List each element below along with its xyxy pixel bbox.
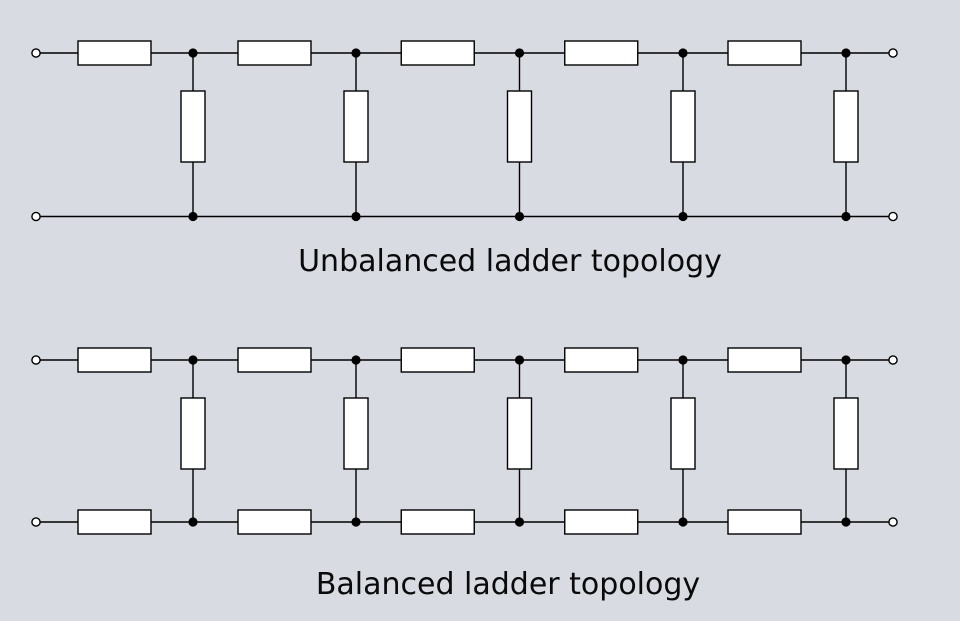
junction-dot (678, 211, 688, 222)
junction-dot (514, 517, 525, 527)
shunt-resistor (506, 397, 533, 470)
junction-dot (841, 355, 851, 365)
shunt-resistor (833, 397, 859, 470)
junction-dot (351, 517, 361, 527)
series-resistor (727, 40, 802, 66)
output-terminal-top (888, 355, 898, 365)
shunt-resistor (506, 90, 533, 163)
shunt-resistor (343, 397, 369, 470)
junction-dot (841, 211, 851, 222)
junction-dot (188, 355, 198, 365)
input-terminal-top (31, 48, 41, 58)
junction-dot (841, 48, 851, 58)
series-resistor (77, 40, 152, 66)
junction-dot (678, 355, 688, 365)
series-resistor (564, 509, 639, 535)
junction-dot (514, 48, 525, 58)
input-terminal-bottom (31, 517, 41, 527)
output-terminal-top (888, 48, 898, 58)
series-resistor (564, 347, 639, 373)
series-resistor (727, 347, 802, 373)
series-resistor (400, 509, 475, 535)
series-resistor (237, 509, 312, 535)
junction-dot (841, 517, 851, 527)
junction-dot (678, 517, 688, 527)
junction-dot (188, 48, 198, 58)
unbalanced-ladder-circuit (31, 40, 898, 222)
output-terminal-bottom (888, 517, 898, 527)
series-resistor (237, 40, 312, 66)
shunt-resistor (180, 397, 206, 470)
series-resistor (77, 509, 152, 535)
unbalanced-ladder-title: Unbalanced ladder topology (298, 244, 722, 279)
junction-dot (678, 48, 688, 58)
junction-dot (188, 517, 198, 527)
series-resistor (237, 347, 312, 373)
junction-dot (514, 355, 525, 365)
output-terminal-bottom (888, 211, 898, 222)
balanced-ladder-title: Balanced ladder topology (316, 567, 700, 602)
junction-dot (351, 355, 361, 365)
shunt-resistor (833, 90, 859, 163)
junction-dot (514, 211, 525, 222)
junction-dot (351, 48, 361, 58)
balanced-ladder-circuit (31, 347, 898, 535)
series-resistor (564, 40, 639, 66)
input-terminal-bottom (31, 211, 41, 222)
junction-dot (351, 211, 361, 222)
series-resistor (400, 40, 475, 66)
series-resistor (727, 509, 802, 535)
series-resistor (400, 347, 475, 373)
junction-dot (188, 211, 198, 222)
shunt-resistor (670, 90, 696, 163)
shunt-resistor (180, 90, 206, 163)
series-resistor (77, 347, 152, 373)
input-terminal-top (31, 355, 41, 365)
shunt-resistor (670, 397, 696, 470)
shunt-resistor (343, 90, 369, 163)
